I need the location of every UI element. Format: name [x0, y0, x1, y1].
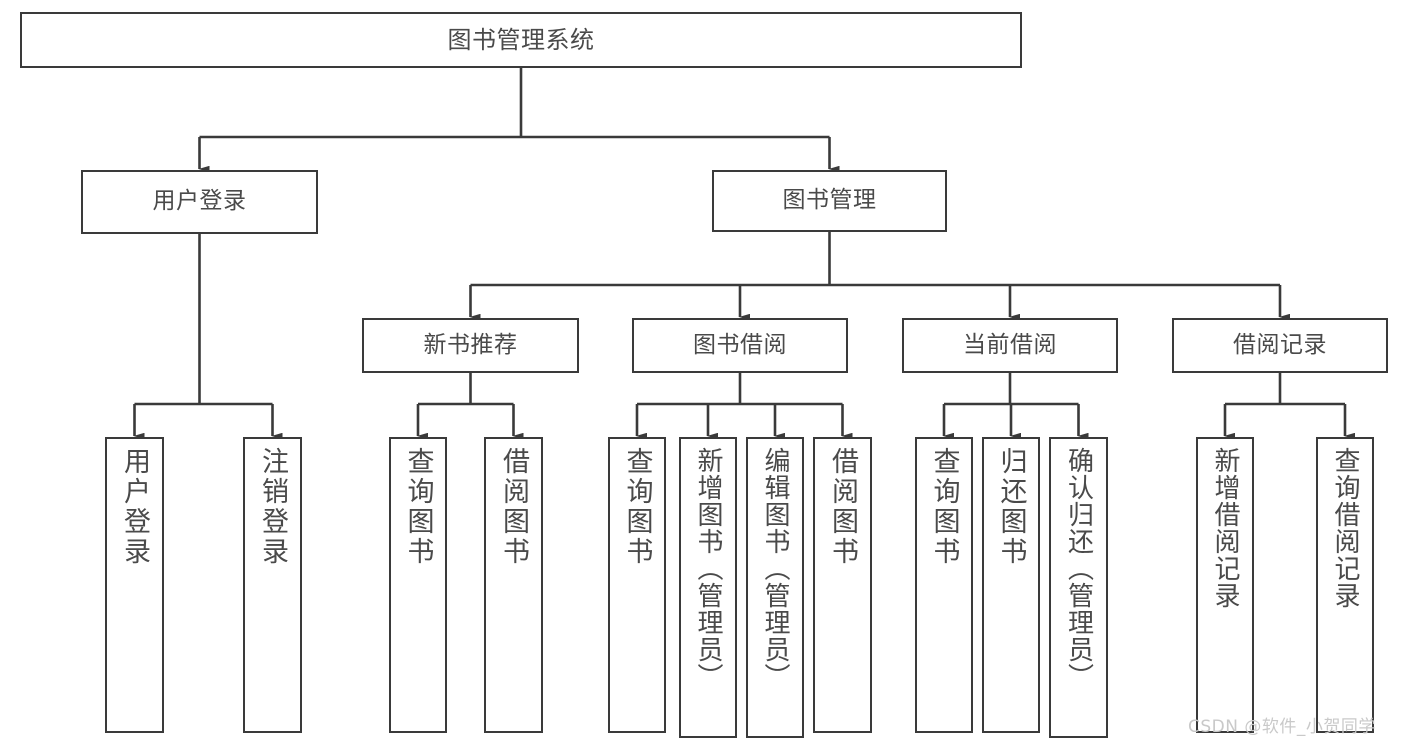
node-leaf-logout[interactable]: 注销登录: [243, 437, 302, 733]
node-borrow-record[interactable]: 借阅记录: [1172, 318, 1388, 373]
node-leaf-query-rec[interactable]: 查询借阅记录: [1316, 437, 1374, 733]
node-label: 归还图书: [995, 447, 1027, 567]
node-label: 新增图书（管理员）: [693, 447, 723, 690]
node-leaf-confirm[interactable]: 确认归还（管理员）: [1049, 437, 1108, 738]
node-new-book-rec[interactable]: 新书推荐: [362, 318, 579, 373]
node-label: 借阅记录: [1233, 331, 1327, 358]
node-book-borrow[interactable]: 图书借阅: [632, 318, 848, 373]
node-leaf-add-rec[interactable]: 新增借阅记录: [1196, 437, 1254, 733]
node-label: 借阅图书: [498, 447, 529, 567]
node-leaf-return[interactable]: 归还图书: [982, 437, 1040, 733]
node-label: 图书管理: [782, 187, 877, 214]
node-label: 编辑图书（管理员）: [760, 447, 790, 690]
node-label: 查询借阅记录: [1330, 447, 1360, 609]
node-label: 新增借阅记录: [1210, 447, 1240, 609]
node-book-manage[interactable]: 图书管理: [712, 170, 947, 232]
node-label: 用户登录: [119, 447, 150, 567]
node-label: 新书推荐: [423, 331, 518, 358]
node-label: 用户登录: [152, 188, 247, 215]
node-leaf-query-1[interactable]: 查询图书: [389, 437, 447, 733]
node-leaf-query-2[interactable]: 查询图书: [608, 437, 666, 733]
node-label: 查询图书: [621, 447, 653, 567]
node-leaf-borrow-2[interactable]: 借阅图书: [813, 437, 872, 733]
node-label: 图书借阅: [693, 331, 787, 358]
node-leaf-edit-book[interactable]: 编辑图书（管理员）: [746, 437, 804, 738]
node-label: 借阅图书: [827, 447, 858, 567]
node-leaf-user-login[interactable]: 用户登录: [105, 437, 164, 733]
node-label: 确认归还（管理员）: [1063, 447, 1094, 690]
node-leaf-query-3[interactable]: 查询图书: [915, 437, 973, 733]
watermark-text: CSDN @软件_小贺同学: [1188, 717, 1376, 737]
node-user-login[interactable]: 用户登录: [81, 170, 318, 234]
node-leaf-add-book[interactable]: 新增图书（管理员）: [679, 437, 737, 738]
node-current-borrow[interactable]: 当前借阅: [902, 318, 1118, 373]
node-root[interactable]: 图书管理系统: [20, 12, 1022, 68]
node-label: 当前借阅: [963, 331, 1057, 358]
node-label: 查询图书: [402, 447, 434, 567]
node-label: 图书管理系统: [447, 25, 595, 54]
node-leaf-borrow-1[interactable]: 借阅图书: [484, 437, 543, 733]
node-label: 查询图书: [928, 447, 960, 567]
node-label: 注销登录: [257, 447, 288, 567]
